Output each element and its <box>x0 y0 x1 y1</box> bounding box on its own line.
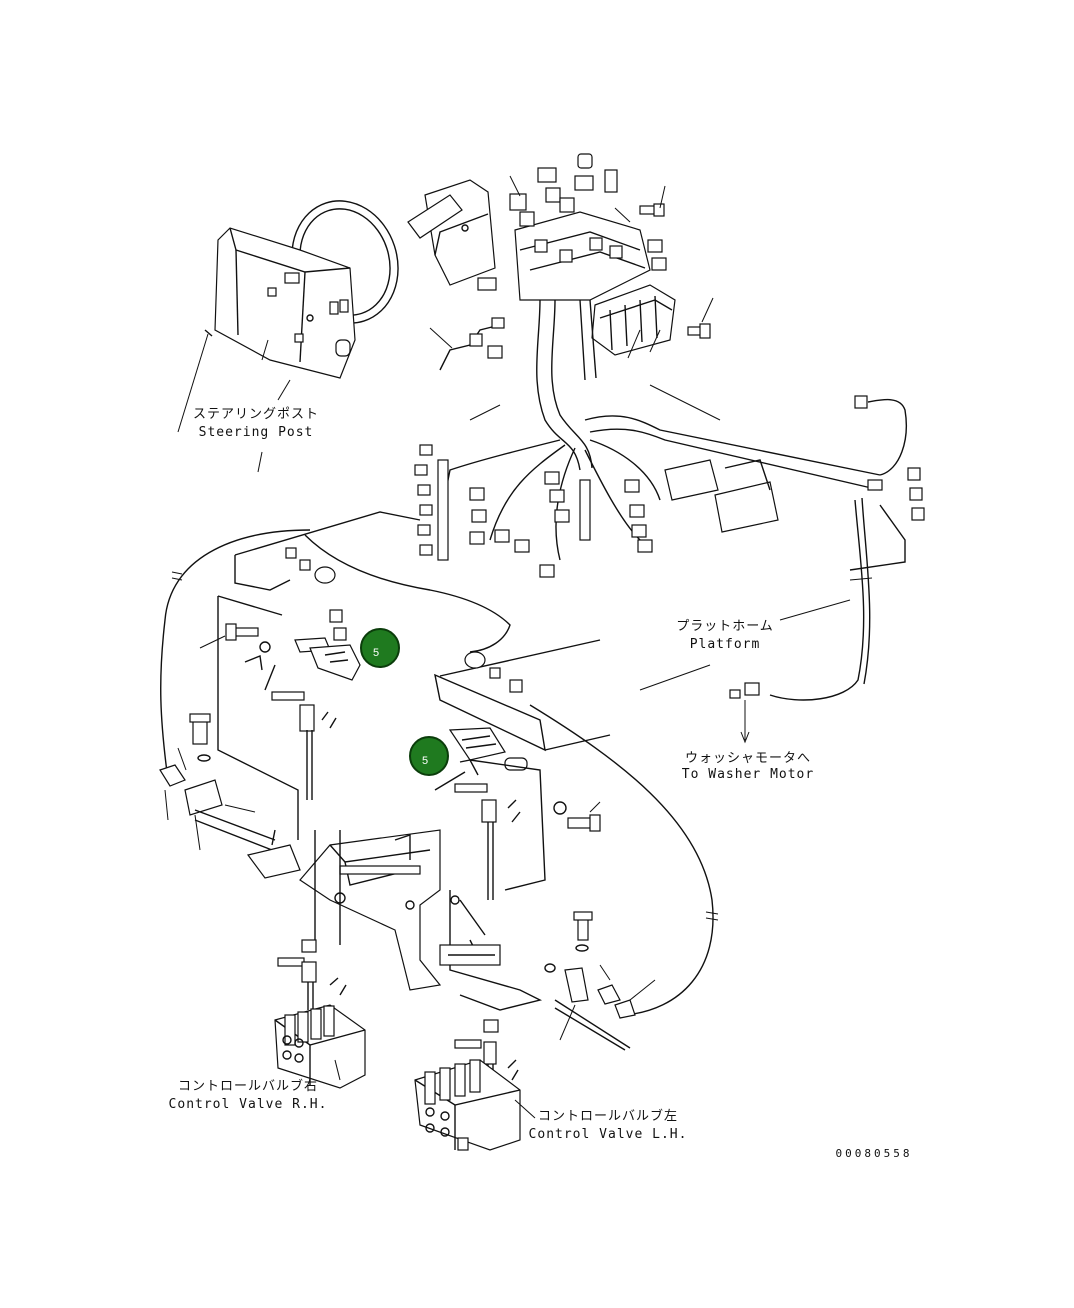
switch-panel-drawing <box>407 179 497 291</box>
relay-block-drawing <box>429 153 714 371</box>
steering-post-drawing <box>177 200 399 473</box>
steering-post-label-jp: ステアリングポスト <box>193 407 319 422</box>
platform-label-en: Platform <box>690 637 761 652</box>
platform-outline-drawing <box>160 504 906 1016</box>
control-valve-rh-label-jp: コントロールバルブ右 <box>178 1078 318 1094</box>
callout-badge[interactable]: 5 <box>409 736 449 776</box>
callout-number[interactable]: 5 <box>422 755 428 767</box>
control-valve-rh-drawing <box>274 1004 366 1089</box>
callout-badge[interactable]: 5 <box>360 628 400 668</box>
platform-label-jp: プラットホーム <box>676 619 774 634</box>
control-valve-lh-label-jp: コントロールバルブ左 <box>538 1108 678 1124</box>
washer-motor-label-en: To Washer Motor <box>682 767 814 782</box>
washer-motor-label-jp: ウォッシャモータへ <box>685 751 811 766</box>
callout-circle[interactable] <box>360 628 400 668</box>
washer-arrow <box>740 700 750 744</box>
main-harness-drawing <box>414 299 925 701</box>
control-valve-lh-drawing <box>334 1059 536 1151</box>
callout-circle[interactable] <box>409 736 449 776</box>
control-valve-rh-label-en: Control Valve R.H. <box>169 1097 328 1112</box>
callout-number[interactable]: 5 <box>373 647 379 659</box>
drawing-number: 00080558 <box>836 1147 913 1160</box>
lever-assembly-drawing <box>159 595 656 1082</box>
steering-post-label-en: Steering Post <box>199 425 314 440</box>
control-valve-lh-label-en: Control Valve L.H. <box>529 1127 688 1142</box>
